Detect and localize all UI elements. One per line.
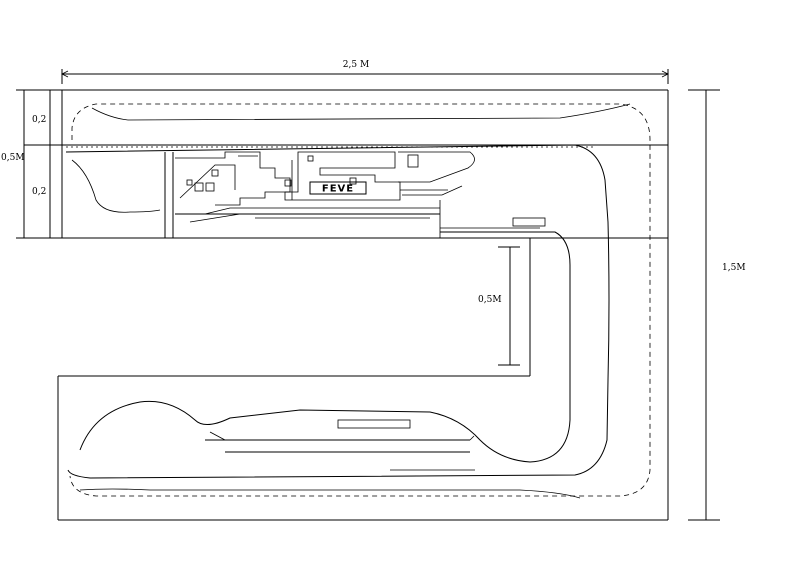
left-depth-dimension: 0,2 0,5M 0,2 — [1, 89, 62, 239]
depth-top-label: 0,2 — [32, 115, 46, 125]
scenery-dashed-outline — [69, 103, 651, 497]
bottom-platform — [337, 419, 411, 429]
bottom-scenery-curve — [79, 488, 581, 499]
top-scenery-curve — [91, 103, 631, 121]
width-label: 2,5 M — [343, 60, 369, 70]
bottom-siding-area — [205, 419, 475, 471]
inner-depth-label: 0,5M — [478, 295, 502, 305]
height-dimension: 1,5M — [688, 89, 746, 521]
height-label: 1,5M — [722, 263, 746, 273]
station-sign: FEVE — [322, 184, 354, 195]
feve-sign-frame — [309, 181, 367, 195]
width-dimension: 2,5 M — [61, 60, 669, 84]
inner-depth-dimension: 0,5M — [478, 246, 520, 366]
station-building — [175, 151, 291, 206]
station-area: FEVE — [175, 151, 546, 238]
main-track-loop — [65, 144, 610, 479]
depth-bottom-label: 0,2 — [32, 187, 46, 197]
baseboard-outline — [49, 89, 669, 521]
inner-return-track — [79, 231, 571, 463]
depth-total-label: 0,5M — [1, 153, 25, 163]
left-scenery-curve — [71, 159, 161, 213]
